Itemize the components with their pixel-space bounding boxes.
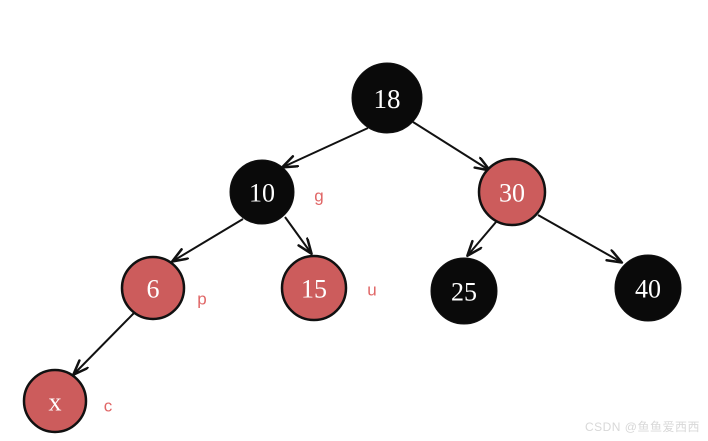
tree-node-10[interactable]: 10 <box>229 159 295 225</box>
tree-node-18[interactable]: 18 <box>351 62 423 134</box>
node-value-10: 10 <box>249 179 275 208</box>
tree-edge-n30-to-n40 <box>537 214 621 262</box>
node-annotation-g: g <box>314 187 323 206</box>
tree-node-25[interactable]: 25 <box>430 257 498 325</box>
tree-node-30[interactable]: 30 <box>477 157 547 227</box>
node-annotation-c: c <box>104 397 113 416</box>
tree-node-15[interactable]: 15 <box>280 254 348 322</box>
node-circle-15 <box>280 254 348 322</box>
node-label-layer: g p u c <box>104 187 377 416</box>
edge-layer <box>74 121 621 374</box>
node-circle-25 <box>430 257 498 325</box>
tree-edge-n10-to-n15 <box>284 216 311 253</box>
tree-edge-n30-to-n25 <box>468 221 497 255</box>
tree-node-40[interactable]: 40 <box>614 254 682 322</box>
node-value-18: 18 <box>374 84 401 114</box>
tree-edge-n10-to-n6 <box>173 218 244 261</box>
tree-node-x[interactable]: x <box>22 368 88 434</box>
tree-node-6[interactable]: 6 <box>120 255 186 321</box>
csdn-watermark: CSDN @鱼鱼爱西西 <box>584 420 700 434</box>
node-value-30: 30 <box>499 179 525 208</box>
node-value-15: 15 <box>301 275 327 304</box>
node-circle-40 <box>614 254 682 322</box>
tree-edge-n6-to-nx <box>74 312 135 374</box>
node-annotation-u: u <box>367 281 376 300</box>
node-circle-x <box>22 368 88 434</box>
node-value-6: 6 <box>147 275 160 304</box>
node-value-40: 40 <box>635 275 661 304</box>
node-circle-6 <box>120 255 186 321</box>
tree-edge-n18-to-n30 <box>412 121 489 170</box>
node-layer: 18 10 30 6 15 25 40 x <box>22 62 682 434</box>
node-circle-18 <box>351 62 423 134</box>
tree-edge-n18-to-n10 <box>283 127 369 167</box>
node-value-x: x <box>49 388 62 417</box>
node-value-25: 25 <box>451 278 477 307</box>
node-annotation-p: p <box>197 290 206 309</box>
node-circle-30 <box>477 157 547 227</box>
node-circle-10 <box>229 159 295 225</box>
